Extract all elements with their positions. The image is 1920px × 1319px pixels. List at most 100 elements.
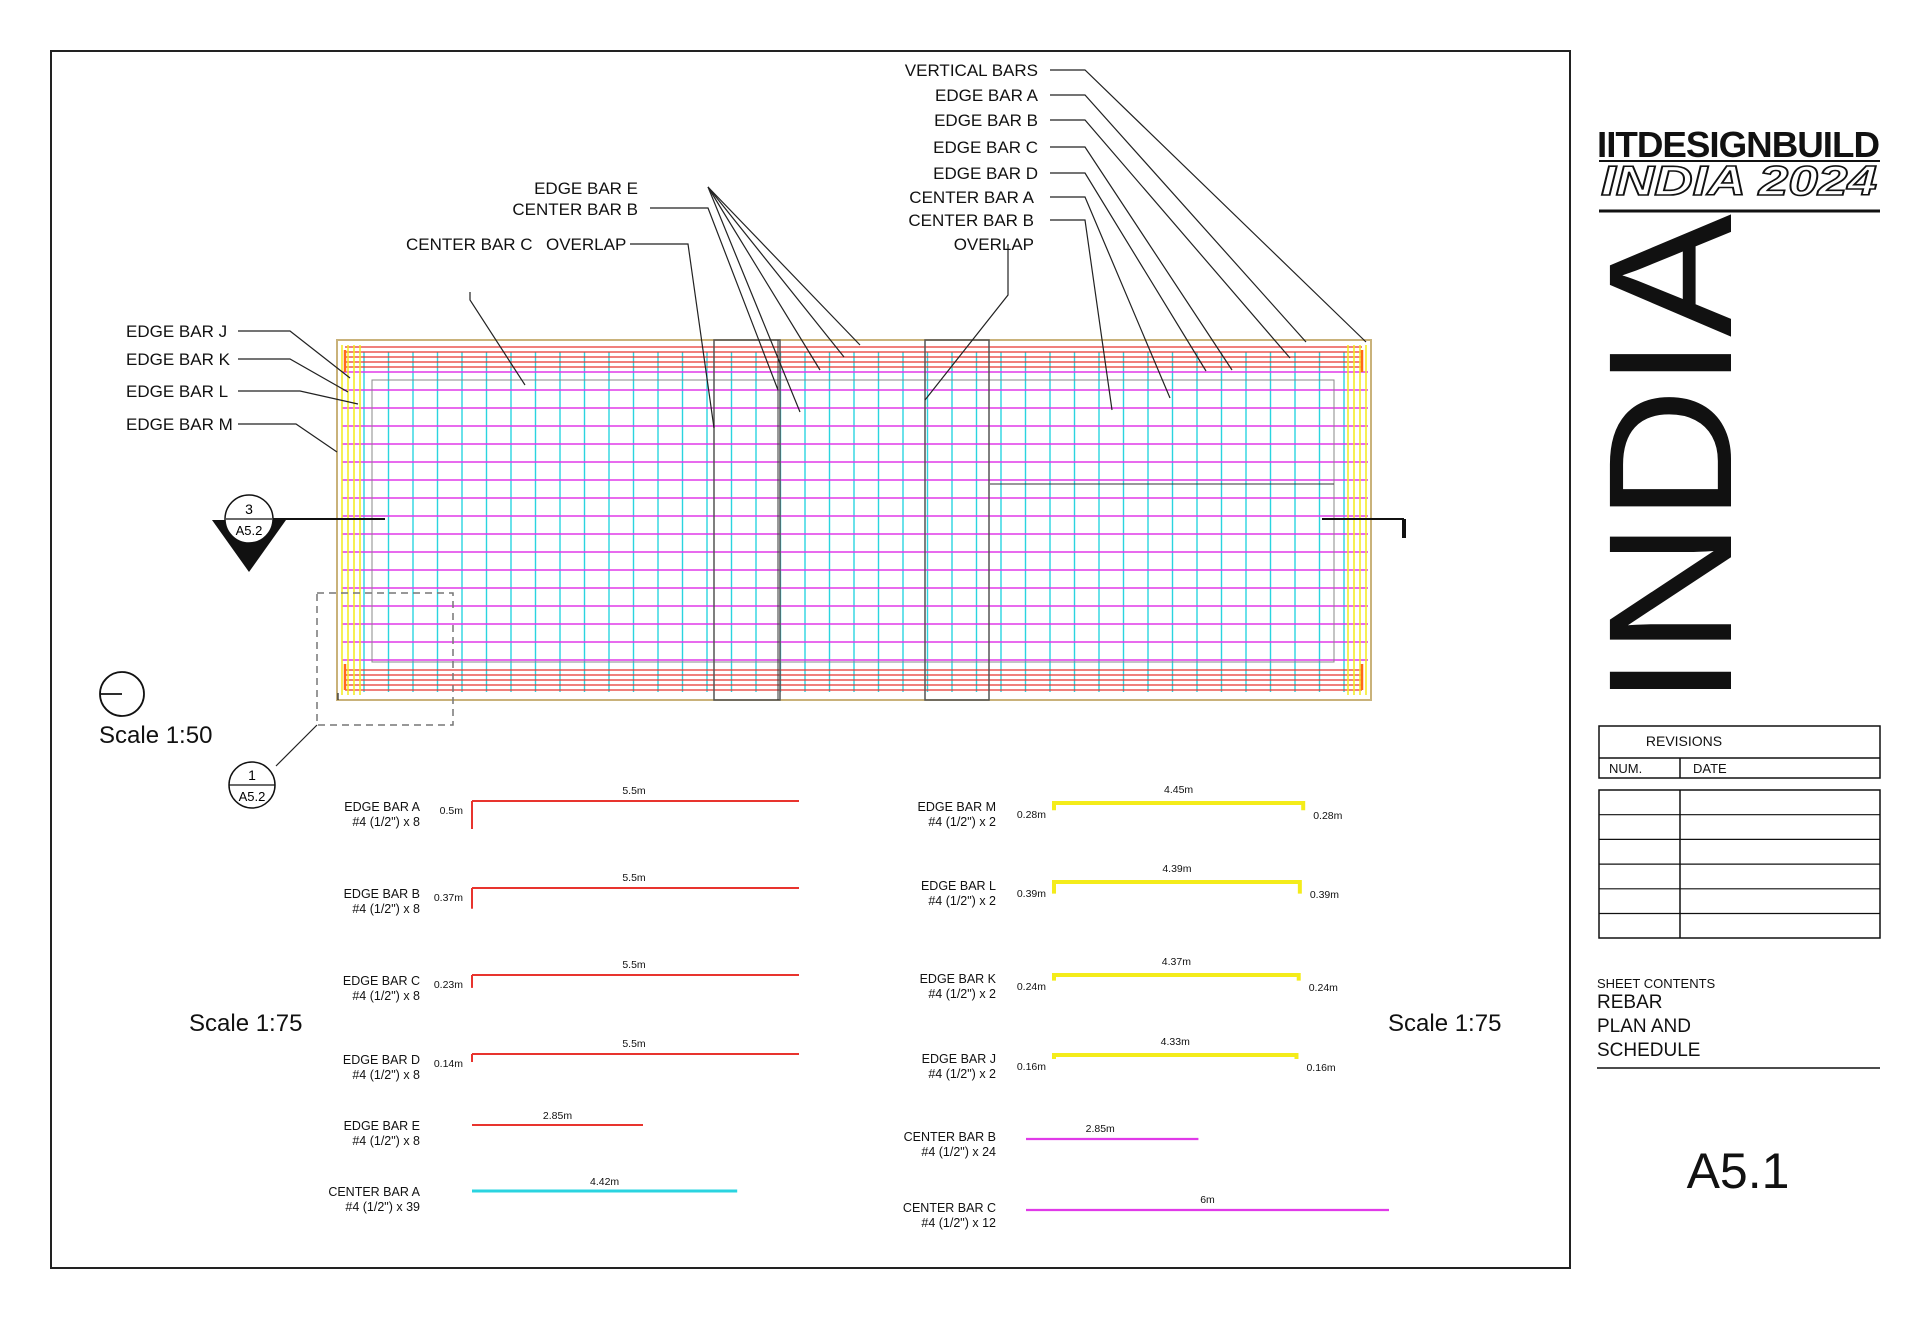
schedule-bar-spec: #4 (1/2") x 8 <box>352 902 420 916</box>
schedule-bar-name: EDGE BAR J <box>922 1052 996 1066</box>
schedule-bar-hook-label: 0.39m <box>1017 888 1046 900</box>
schedule-bar-length-label: 4.37m <box>1162 956 1191 968</box>
schedule-bar-name: EDGE BAR C <box>343 974 420 988</box>
schedule-bar-name: EDGE BAR L <box>921 879 996 893</box>
callout-edge-bar-m: EDGE BAR M <box>126 415 233 434</box>
schedule-row[interactable]: EDGE BAR D#4 (1/2") x 8 0.14m 5.5m <box>343 1038 799 1082</box>
rebar-grid <box>341 345 1368 695</box>
schedule-bar-length-label: 5.5m <box>622 1038 646 1050</box>
schedule-bar-spec: #4 (1/2") x 8 <box>352 1134 420 1148</box>
schedule-bar-spec: #4 (1/2") x 8 <box>352 1068 420 1082</box>
scale-schedule-left: Scale 1:75 <box>189 1010 302 1037</box>
callout-labels: VERTICAL BARS EDGE BAR A EDGE BAR B EDGE… <box>126 61 1039 434</box>
sheet-contents-label: SHEET CONTENTS <box>1597 976 1716 991</box>
contents-line-3: SCHEDULE <box>1597 1040 1700 1061</box>
schedule-bar-name: EDGE BAR M <box>918 800 997 814</box>
schedule-bar-hook-label: 0.28m <box>1313 810 1342 822</box>
schedule-bar-spec: #4 (1/2") x 2 <box>928 894 996 908</box>
callout-center-bar-a: CENTER BAR A <box>909 188 1034 207</box>
contents-line-2: PLAN AND <box>1597 1016 1691 1037</box>
revisions-title: REVISIONS <box>1646 733 1722 749</box>
callout-edge-bar-j: EDGE BAR J <box>126 322 227 341</box>
schedule-bar-hook-label: 0.5m <box>440 805 464 817</box>
schedule-row[interactable]: EDGE BAR A#4 (1/2") x 80.5m5.5m <box>344 785 799 829</box>
detail-box <box>316 592 454 726</box>
schedule-row[interactable]: EDGE BAR L#4 (1/2") x 2 0.39m 0.39m 4.39m <box>921 863 1339 908</box>
schedule-row[interactable]: EDGE BAR E#4 (1/2") x 8 2.85m <box>344 1110 643 1148</box>
schedule-bar-hook-label: 0.14m <box>434 1058 463 1070</box>
schedule-bar-length-label: 5.5m <box>622 785 646 797</box>
callout-edge-bar-e: EDGE BAR E <box>534 179 638 198</box>
scale-schedule-right: Scale 1:75 <box>1388 1010 1501 1037</box>
schedule-bar-length-label: 4.33m <box>1161 1036 1190 1048</box>
callout-edge-bar-b: EDGE BAR B <box>934 111 1038 130</box>
schedule-bar-hook-label: 0.16m <box>1017 1061 1046 1073</box>
detail-marker[interactable]: 1 A5.2 <box>228 761 276 809</box>
schedule-bar-length-label: 2.85m <box>543 1110 572 1122</box>
callout-edge-bar-l: EDGE BAR L <box>126 382 228 401</box>
schedule-bar-hook-label: 0.16m <box>1306 1062 1335 1074</box>
overlap-zone-left <box>713 339 781 701</box>
leader-lines <box>238 69 1367 767</box>
schedule-bar-name: CENTER BAR A <box>328 1185 420 1199</box>
big-word-india: INDIA <box>1573 213 1769 706</box>
schedule-bar-spec: #4 (1/2") x 24 <box>921 1145 996 1159</box>
callout-center-bar-b-mid: CENTER BAR B <box>512 200 638 219</box>
drawing-frame <box>50 50 1571 1269</box>
schedule-bar-spec: #4 (1/2") x 39 <box>345 1200 420 1214</box>
schedule-bar-name: EDGE BAR B <box>344 887 420 901</box>
callout-edge-bar-k: EDGE BAR K <box>126 350 231 369</box>
schedule-row[interactable]: CENTER BAR B#4 (1/2") x 24 2.85m <box>904 1123 1199 1159</box>
schedule-bar-name: CENTER BAR B <box>904 1130 996 1144</box>
callout-vertical-bars: VERTICAL BARS <box>905 61 1038 80</box>
overlap-zone-right <box>924 339 990 701</box>
schedule-bar-name: CENTER BAR C <box>903 1201 996 1215</box>
detail-marker-sheet: A5.2 <box>239 789 266 804</box>
revisions-rows[interactable] <box>1598 789 1881 939</box>
schedule-row[interactable]: EDGE BAR C#4 (1/2") x 8 0.23m 5.5m <box>343 959 799 1003</box>
rebar-plan <box>245 339 1406 726</box>
schedule-bar-line <box>1052 973 1301 981</box>
schedule-bar-hook-label: 0.24m <box>1017 981 1046 993</box>
callout-center-bar-b: CENTER BAR B <box>908 211 1034 230</box>
schedule-bar-spec: #4 (1/2") x 2 <box>928 987 996 1001</box>
schedule-bar-spec: #4 (1/2") x 8 <box>352 989 420 1003</box>
callout-overlap-mid: OVERLAP <box>546 235 626 254</box>
schedule-bar-spec: #4 (1/2") x 12 <box>921 1216 996 1230</box>
inner-boundary <box>371 379 1335 663</box>
schedule-bar-line <box>1052 1053 1299 1059</box>
callout-edge-bar-c: EDGE BAR C <box>933 138 1038 157</box>
section-marker-number: 3 <box>245 501 253 517</box>
schedule-bar-hook-label: 0.37m <box>434 892 463 904</box>
schedule-bar-name: EDGE BAR D <box>343 1053 420 1067</box>
callout-edge-bar-a: EDGE BAR A <box>935 86 1039 105</box>
schedule-row[interactable]: CENTER BAR A#4 (1/2") x 39 4.42m <box>328 1176 738 1214</box>
schedule-bar-length-label: 4.42m <box>590 1176 619 1188</box>
schedule-bar-name: EDGE BAR E <box>344 1119 420 1133</box>
orientation-symbol <box>99 671 145 717</box>
schedule-bar-hook-label: 0.39m <box>1310 889 1339 901</box>
schedule-bar-length-label: 5.5m <box>622 959 646 971</box>
schedule-bar-length-label: 4.39m <box>1162 863 1191 875</box>
title-block: IITDESIGNBUILD INDIA 2024 INDIA REVISION… <box>1573 124 1881 1199</box>
schedule-bar-length-label: 4.45m <box>1164 784 1193 796</box>
schedule-bar-spec: #4 (1/2") x 2 <box>928 815 996 829</box>
brand-line-1: IITDESIGNBUILD <box>1597 124 1879 165</box>
schedule-bar-line <box>1052 801 1306 811</box>
section-marker[interactable]: 3 A5.2 <box>212 494 286 572</box>
schedule-bar-length-label: 2.85m <box>1086 1123 1115 1135</box>
callout-overlap-right: OVERLAP <box>954 235 1034 254</box>
detail-marker-number: 1 <box>248 767 256 783</box>
revisions-col-num: NUM. <box>1609 761 1642 776</box>
schedule-bar-hook-label: 0.23m <box>434 979 463 991</box>
schedule-bar-line <box>1052 880 1302 894</box>
schedule-bar-name: EDGE BAR K <box>920 972 997 986</box>
schedule-bar-spec: #4 (1/2") x 8 <box>352 815 420 829</box>
